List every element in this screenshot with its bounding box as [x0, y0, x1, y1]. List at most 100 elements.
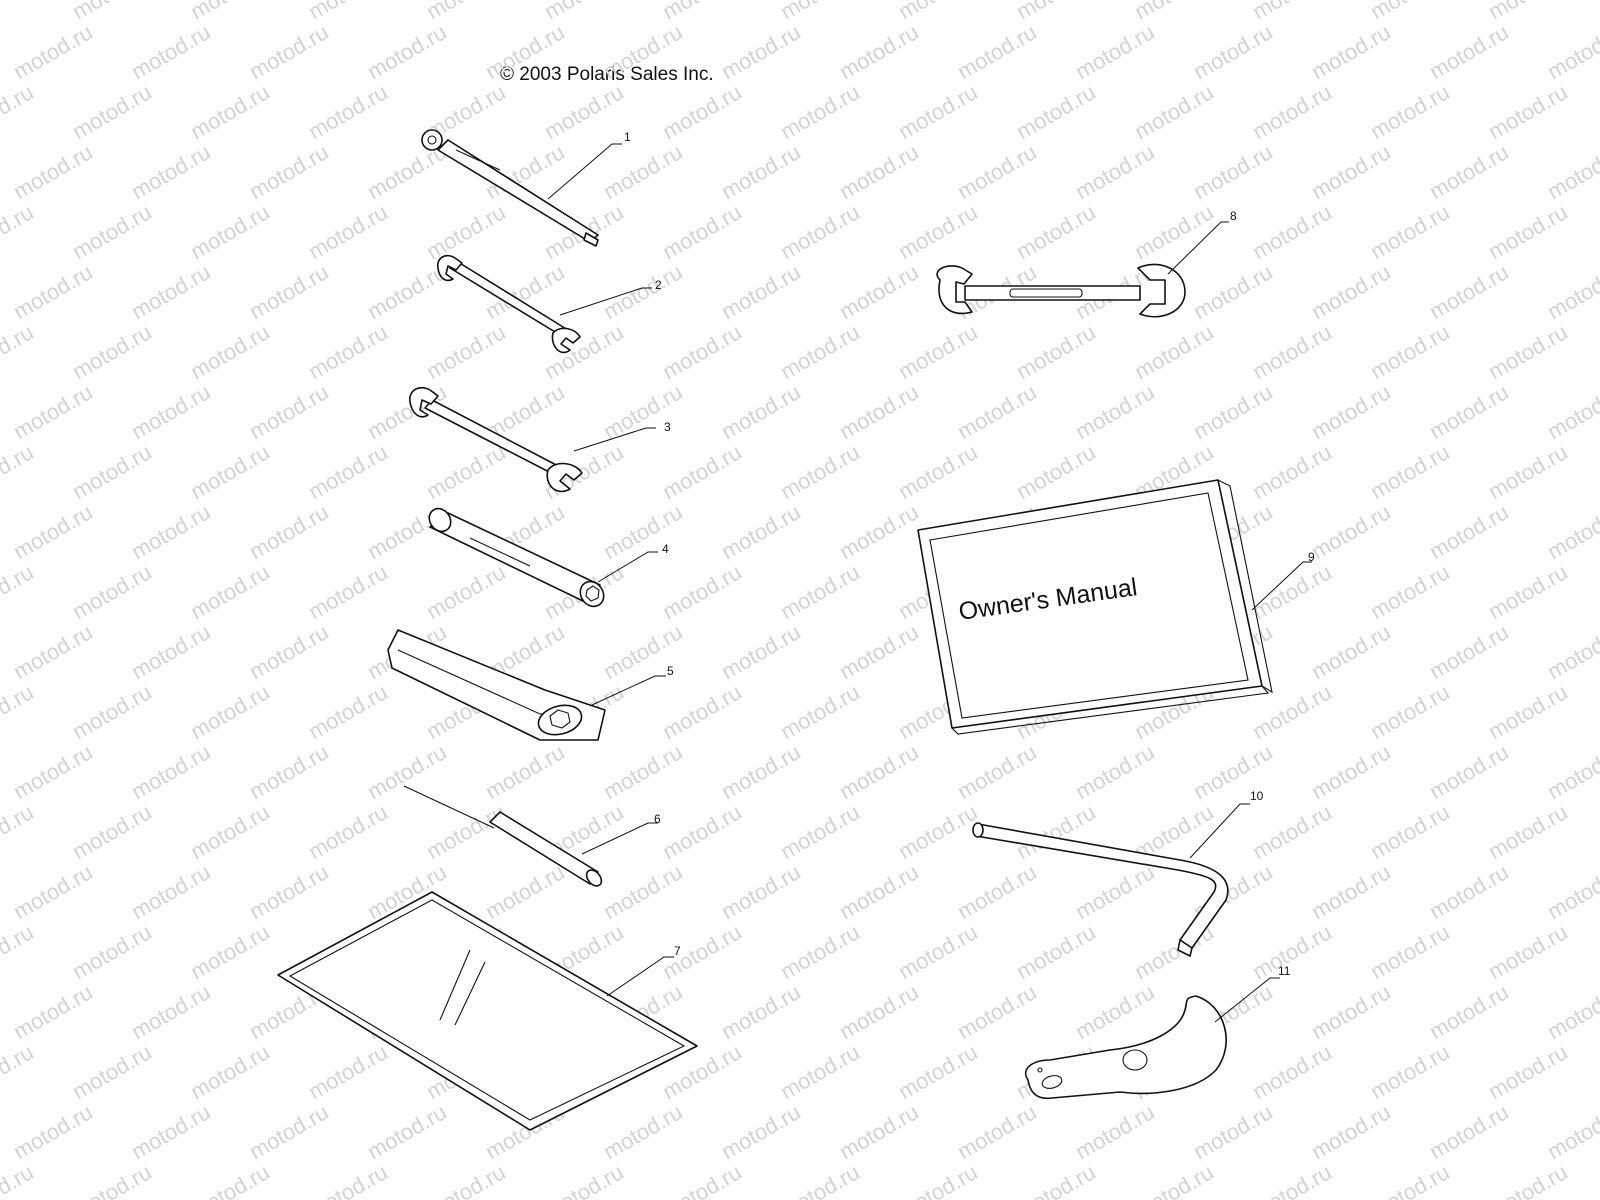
watermark-text: motod.ru	[599, 379, 687, 444]
watermark-text: motod.ru	[127, 1099, 215, 1164]
watermark-text: motod.ru	[1543, 259, 1600, 324]
watermark-text: motod.ru	[127, 739, 215, 804]
watermark-text: motod.ru	[953, 739, 1041, 804]
watermark-text: motod.ru	[186, 919, 274, 984]
watermark-text: motod.ru	[0, 1039, 38, 1104]
watermark-text: motod.ru	[186, 79, 274, 144]
watermark-text: motod.ru	[658, 319, 746, 384]
watermark-text: motod.ru	[422, 439, 510, 504]
watermark-text: motod.ru	[776, 679, 864, 744]
watermark-text: motod.ru	[1307, 499, 1395, 564]
watermark-text: motod.ru	[186, 1159, 274, 1200]
copyright-notice: © 2003 Polaris Sales Inc.	[500, 64, 714, 85]
watermark-text: motod.ru	[658, 919, 746, 984]
watermark-text: motod.ru	[127, 379, 215, 444]
watermark-text: motod.ru	[1366, 1039, 1454, 1104]
watermark-text: motod.ru	[1307, 859, 1395, 924]
watermark-text: motod.ru	[9, 139, 97, 204]
watermark-text: motod.ru	[717, 499, 805, 564]
part-11-spanner-wrench	[1025, 995, 1227, 1100]
watermark-text: motod.ru	[1425, 139, 1513, 204]
watermark-text: motod.ru	[68, 1039, 156, 1104]
watermark-text: motod.ru	[422, 559, 510, 624]
watermark-text: motod.ru	[1425, 859, 1513, 924]
watermark-text: motod.ru	[0, 439, 38, 504]
watermark-text: motod.ru	[0, 919, 38, 984]
watermark-text: motod.ru	[9, 259, 97, 324]
watermark-text: motod.ru	[1130, 1159, 1218, 1200]
watermark-text: motod.ru	[1484, 679, 1572, 744]
watermark-text: motod.ru	[835, 979, 923, 1044]
watermark-text: motod.ru	[304, 679, 392, 744]
watermark-text: motod.ru	[658, 1159, 746, 1200]
watermark-text: motod.ru	[1012, 79, 1100, 144]
watermark-text: motod.ru	[1425, 739, 1513, 804]
watermark-text: motod.ru	[1248, 199, 1336, 264]
watermark-text: motod.ru	[9, 619, 97, 684]
watermark-text: motod.ru	[658, 799, 746, 864]
watermark-text: motod.ru	[481, 859, 569, 924]
callout-11: 11	[1278, 964, 1291, 978]
watermark-text: motod.ru	[363, 19, 451, 84]
watermark-text: motod.ru	[68, 199, 156, 264]
watermark-text: motod.ru	[717, 19, 805, 84]
watermark-text: motod.ru	[68, 679, 156, 744]
watermark-text: motod.ru	[1484, 559, 1572, 624]
watermark-text: motod.ru	[717, 259, 805, 324]
watermark-text: motod.ru	[1484, 1159, 1572, 1200]
watermark-text: motod.ru	[245, 379, 333, 444]
watermark-text: motod.ru	[186, 799, 274, 864]
watermark-text: motod.ru	[717, 979, 805, 1044]
watermark-text: motod.ru	[186, 319, 274, 384]
watermark-text: motod.ru	[1543, 499, 1600, 564]
watermark-text: motod.ru	[776, 559, 864, 624]
watermark-text: motod.ru	[717, 139, 805, 204]
watermark-text: motod.ru	[953, 859, 1041, 924]
watermark-text: motod.ru	[540, 79, 628, 144]
watermark-text: motod.ru	[1366, 799, 1454, 864]
watermark-text: motod.ru	[1189, 19, 1277, 84]
watermark-text: motod.ru	[1425, 499, 1513, 564]
watermark-text: motod.ru	[127, 979, 215, 1044]
watermark-text: motod.ru	[68, 799, 156, 864]
watermark-text: motod.ru	[1071, 379, 1159, 444]
watermark-text: motod.ru	[1189, 139, 1277, 204]
watermark-text: motod.ru	[1130, 79, 1218, 144]
watermark-text: motod.ru	[186, 199, 274, 264]
watermark-text: motod.ru	[1189, 379, 1277, 444]
watermark-text: motod.ru	[1425, 1099, 1513, 1164]
watermark-text: motod.ru	[1071, 859, 1159, 924]
watermark-text: motod.ru	[835, 619, 923, 684]
watermark-text: motod.ru	[776, 919, 864, 984]
callout-10: 10	[1250, 789, 1264, 803]
watermark-text: motod.ru	[422, 199, 510, 264]
callout-4: 4	[662, 542, 669, 556]
watermark-text: motod.ru	[835, 259, 923, 324]
watermark-text: motod.ru	[1543, 739, 1600, 804]
watermark-text: motod.ru	[953, 379, 1041, 444]
watermark-text: motod.ru	[304, 559, 392, 624]
watermark-text: motod.ru	[127, 859, 215, 924]
watermark-text: motod.ru	[1366, 679, 1454, 744]
watermark-text: motod.ru	[599, 139, 687, 204]
watermark-text: motod.ru	[1366, 1159, 1454, 1200]
part-6-screwdriver	[403, 785, 603, 887]
watermark-text: motod.ru	[1484, 319, 1572, 384]
watermark-text: motod.ru	[1130, 319, 1218, 384]
part-10-hex-key	[972, 822, 1229, 957]
watermark-text: motod.ru	[894, 199, 982, 264]
watermark-text: motod.ru	[1425, 979, 1513, 1044]
watermark-text: motod.ru	[1248, 79, 1336, 144]
watermark-text: motod.ru	[717, 859, 805, 924]
callout-5: 5	[667, 664, 674, 678]
watermark-text: motod.ru	[1484, 199, 1572, 264]
watermark-text: motod.ru	[245, 739, 333, 804]
watermark-text: motod.ru	[304, 199, 392, 264]
watermark-text: motod.ru	[304, 799, 392, 864]
leader-lines	[547, 143, 1312, 1023]
watermark-text: motod.ru	[1366, 559, 1454, 624]
part-3-open-end-wrench	[409, 386, 583, 493]
part-8-double-wrench	[936, 263, 1186, 318]
watermark-text: motod.ru	[894, 319, 982, 384]
